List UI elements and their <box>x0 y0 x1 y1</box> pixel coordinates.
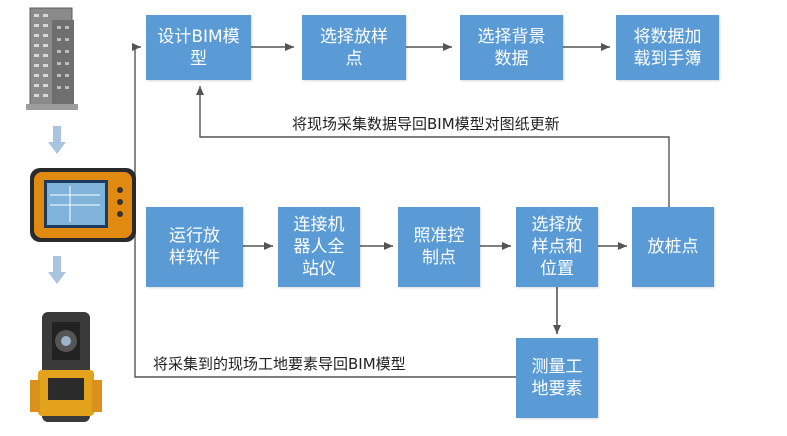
note-import-site-elements: 将采集到的现场工地要素导回BIM模型 <box>153 355 406 373</box>
tablet-controller-image <box>30 168 136 242</box>
total-station-image <box>30 312 102 422</box>
box-select-layout-points: 选择放样 点 <box>302 15 406 80</box>
down-arrow-1 <box>48 126 66 154</box>
box-sight-control-point: 照准控 制点 <box>398 207 480 287</box>
note-import-to-drawing: 将现场采集数据导回BIM模型对图纸更新 <box>292 115 560 133</box>
box-load-to-notebook: 将数据加 载到手簿 <box>616 15 719 80</box>
box-stake-point: 放桩点 <box>632 207 714 287</box>
box-select-background-data: 选择背景 数据 <box>460 15 563 80</box>
box-connect-robot-station: 连接机 器人全 站仪 <box>278 207 360 287</box>
arrow-feedback-to-design-top <box>196 86 670 207</box>
box-design-bim: 设计BIM模 型 <box>146 15 251 80</box>
box-select-point-position: 选择放 样点和 位置 <box>516 207 598 287</box>
box-run-software: 运行放 样软件 <box>146 207 243 287</box>
box-measure-site-elements: 测量工 地要素 <box>516 338 598 418</box>
down-arrow-2 <box>48 256 66 284</box>
building-image <box>26 7 78 110</box>
